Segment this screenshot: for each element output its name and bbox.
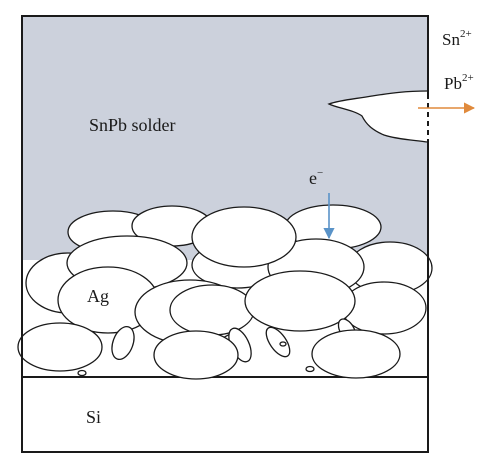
ag-particle: [244, 270, 356, 332]
ag-particle: [169, 284, 255, 336]
ag-particle: [305, 365, 315, 373]
ag-particle: [17, 322, 103, 372]
ag-particle: [153, 330, 239, 380]
solder-label: SnPb solder: [89, 115, 176, 135]
ag-particle: [77, 369, 87, 377]
ag-particle: [311, 329, 401, 379]
tin-ion-symbol: Sn: [442, 30, 460, 49]
ag-particle: [341, 281, 427, 335]
cross-section-frame: [21, 15, 429, 453]
lead-ion-symbol: Pb: [444, 74, 462, 93]
electron-symbol: e: [309, 168, 317, 188]
dissolution-void: [327, 90, 428, 143]
tin-ion-label: Sn2+: [442, 28, 472, 49]
electron-charge: −: [317, 167, 323, 179]
ag-particle: [191, 206, 297, 268]
electron-label: e−: [309, 167, 323, 188]
lead-ion-label: Pb2+: [444, 72, 474, 93]
ag-particle: [265, 326, 291, 358]
ag-label: Ag: [87, 286, 109, 306]
ag-particle: [279, 341, 287, 347]
lead-ion-charge: 2+: [462, 72, 474, 84]
si-label: Si: [86, 407, 101, 427]
tin-ion-charge: 2+: [460, 28, 472, 40]
ag-particle-layer: [17, 204, 433, 380]
ag-particle: [111, 326, 135, 360]
